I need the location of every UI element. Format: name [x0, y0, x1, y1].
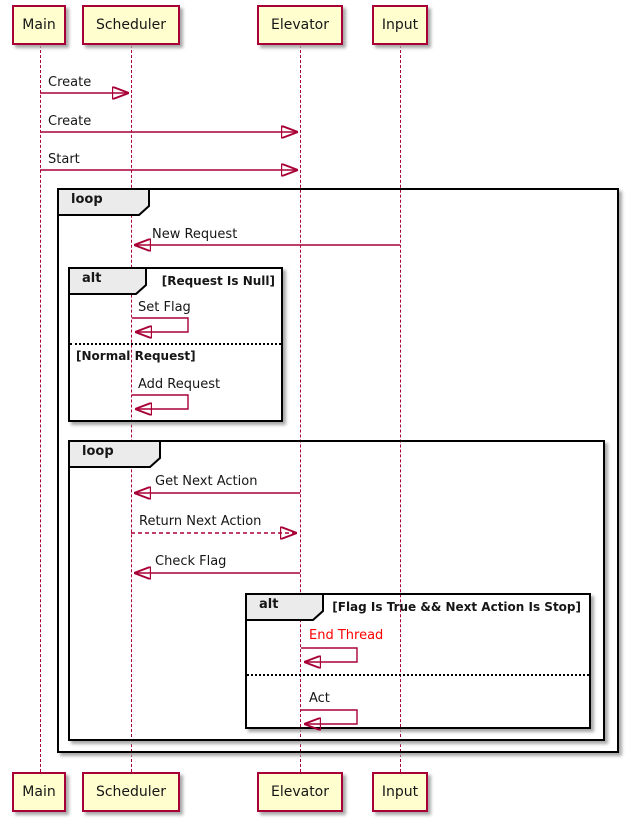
- lifeline-elevator: [300, 45, 301, 772]
- participant-label: Input: [381, 17, 419, 33]
- message-end-thread: End Thread: [309, 628, 384, 643]
- participant-main-bottom: Main: [12, 772, 66, 812]
- arrow-end-thread: [301, 647, 358, 662]
- message-check-flag: Check Flag: [155, 554, 227, 569]
- arrow-set-flag: [132, 317, 189, 332]
- lifeline-scheduler: [131, 45, 132, 772]
- message-new-request: New Request: [152, 227, 238, 242]
- loop-frame-inner: loop: [68, 440, 605, 741]
- lifeline-main: [40, 45, 41, 772]
- participant-label: Scheduler: [95, 784, 167, 800]
- message-act: Act: [309, 691, 330, 706]
- participant-label: Scheduler: [95, 17, 167, 33]
- message-create-scheduler: Create: [48, 75, 92, 90]
- frame-tab: [68, 440, 161, 468]
- frame-tab-label: loop: [82, 444, 114, 459]
- alt-condition: [Request Is Null]: [161, 274, 275, 288]
- frame-tab: [245, 593, 324, 621]
- participant-main-top: Main: [12, 5, 66, 45]
- participant-label: Input: [381, 784, 419, 800]
- message-create-elevator: Create: [48, 114, 92, 129]
- frame-tab-label: loop: [71, 192, 103, 207]
- frame-tab-label: alt: [82, 271, 102, 286]
- message-add-request: Add Request: [138, 377, 221, 392]
- participant-input-top: Input: [372, 5, 428, 45]
- arrow-add-request: [132, 394, 189, 409]
- alt-frame-request: alt [Request Is Null] [Normal Request]: [68, 267, 283, 422]
- participant-label: Elevator: [270, 17, 330, 33]
- loop-frame-outer: loop: [57, 188, 619, 753]
- participant-input-bottom: Input: [372, 772, 428, 812]
- participant-elevator-bottom: Elevator: [257, 772, 343, 812]
- message-get-next-action: Get Next Action: [155, 474, 258, 489]
- lifeline-input: [400, 45, 401, 772]
- frame-tab-label: alt: [259, 597, 279, 612]
- message-start: Start: [48, 152, 80, 167]
- participant-label: Elevator: [270, 784, 330, 800]
- alt-condition: [Flag Is True && Next Action Is Stop]: [332, 600, 581, 614]
- alt-divider: [70, 343, 281, 345]
- alt-else-label: [Normal Request]: [76, 349, 196, 363]
- participant-label: Main: [22, 17, 56, 33]
- message-return-next-action: Return Next Action: [139, 514, 262, 529]
- participant-scheduler-bottom: Scheduler: [82, 772, 180, 812]
- frame-tab: [57, 188, 150, 216]
- participant-elevator-top: Elevator: [257, 5, 343, 45]
- frame-tab: [68, 267, 147, 295]
- alt-frame-flag: alt [Flag Is True && Next Action Is Stop…: [245, 593, 591, 729]
- participant-label: Main: [22, 784, 56, 800]
- participant-scheduler-top: Scheduler: [82, 5, 180, 45]
- arrow-act: [301, 709, 358, 724]
- alt-divider: [247, 674, 589, 676]
- message-set-flag: Set Flag: [138, 300, 191, 315]
